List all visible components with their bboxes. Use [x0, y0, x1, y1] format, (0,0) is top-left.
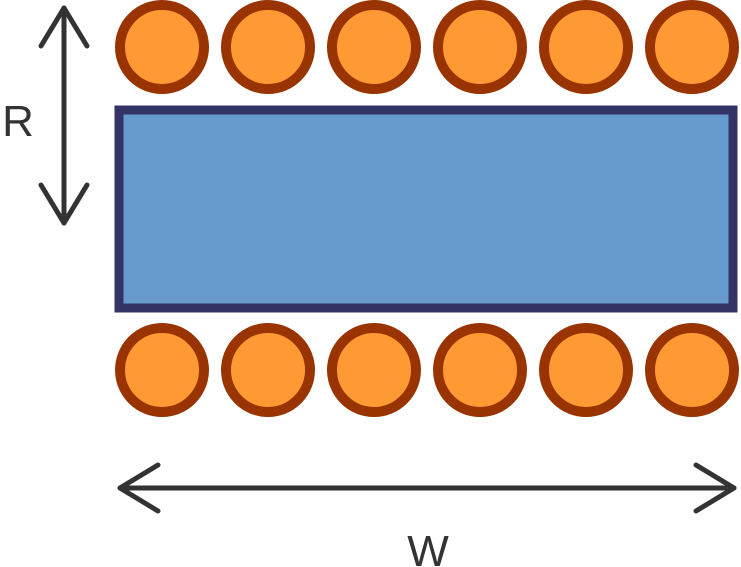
- top-circle-1: [115, 0, 209, 94]
- bottom-circle-6: [645, 323, 739, 417]
- top-circle-row: [115, 0, 739, 94]
- bottom-circle-1: [115, 323, 209, 417]
- top-circle-5: [539, 0, 633, 94]
- top-circle-4: [433, 0, 527, 94]
- height-label: R: [2, 97, 34, 146]
- bottom-circle-4: [433, 323, 527, 417]
- vertical-arrow-icon: [38, 5, 90, 226]
- width-label: W: [407, 527, 449, 567]
- top-circle-3: [327, 0, 421, 94]
- bottom-circle-5: [539, 323, 633, 417]
- top-circle-6: [645, 0, 739, 94]
- horizontal-arrow-icon: [117, 462, 737, 514]
- central-rectangle: [114, 105, 738, 313]
- bottom-circle-row: [115, 323, 739, 417]
- top-circle-2: [221, 0, 315, 94]
- bottom-circle-2: [221, 323, 315, 417]
- bottom-circle-3: [327, 323, 421, 417]
